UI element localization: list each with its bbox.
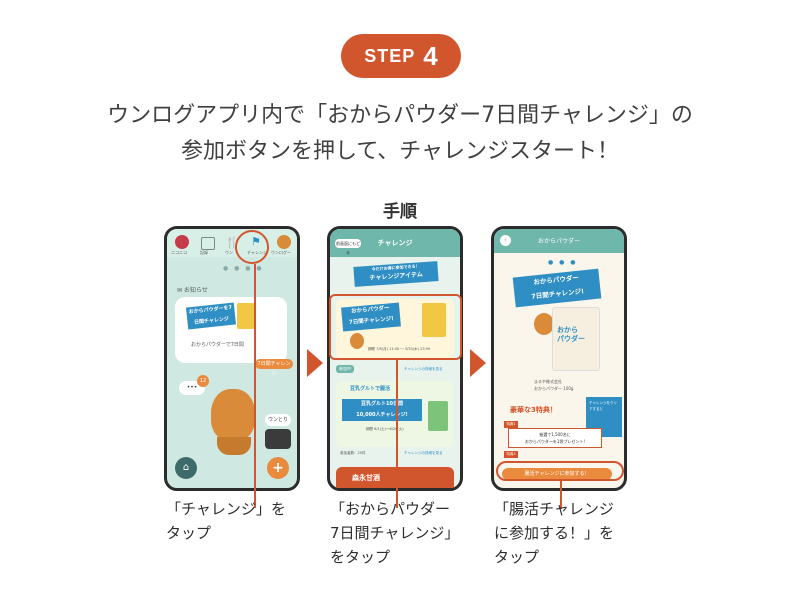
perk1-text: 抽選で1,500名に おからパウダーを1袋プレゼント! [524, 432, 586, 444]
callout-line-2 [396, 360, 398, 508]
next-arrow-icon [470, 349, 486, 377]
notice-label: ✉ お知らせ [177, 287, 208, 294]
caption-2-line-3: をタップ [330, 548, 391, 566]
maker-name: まるや株式会社 [534, 379, 562, 384]
caption-1-line-2: タップ [166, 524, 212, 542]
join-gut-challenge-button[interactable]: 腸活チャレンジに参加する！ [502, 468, 612, 480]
card1-badge: 参加中 [336, 365, 354, 373]
step-number: 4 [423, 40, 438, 71]
package-label: おから パウダー [557, 326, 585, 343]
back-arrow-icon[interactable]: ‹ [500, 235, 511, 246]
notice-flag: おからパウダーを7日間チャレンジ [185, 302, 237, 330]
caption-2-line-2: 7日間チャレンジ」 [330, 524, 460, 542]
card1-detail-link[interactable]: チャレンジの詳細を見る [404, 367, 443, 371]
challenge-card-amazake[interactable]: 森永甘酒 [336, 467, 454, 488]
caption-3-line-3: タップ [494, 548, 540, 566]
caption-3-line-1: 「腸活チャレンジ [494, 500, 614, 518]
items-banner: 今だけお得に参加できる！ チャレンジアイテム [353, 261, 439, 287]
page-dots: ● ● ● ● [223, 265, 264, 272]
back-button[interactable]: 前画面にもどる [335, 239, 361, 255]
callout-line-3 [560, 481, 562, 509]
caption-2-line-1: 「おからパウダー [330, 500, 451, 518]
card1-date: 期間 7/8(月) 11:00 〜 5/30(木) 23:59 [368, 347, 431, 351]
highlight-ring-okara-card [329, 294, 462, 360]
tab-label-1: ニコニコ [171, 250, 187, 255]
procedure-heading: 手順 [383, 202, 417, 222]
card2-header: 豆乳グルトで腸活 [350, 386, 391, 392]
mascot-speech: ウンとり [265, 414, 291, 426]
notice-news: おからパウダーで7日間 [191, 342, 244, 348]
calendar-icon[interactable] [201, 237, 215, 250]
product-name: おからパウダー 100g [534, 386, 574, 391]
caption-step-2: 「おからパウダー 7日間チャレンジ」 をタップ [330, 497, 459, 569]
perk1-box: 抽選で1,500名に おからパウダーを1袋プレゼント! [508, 428, 602, 448]
headline-line-2: 参加ボタンを押して、チャレンジスタート！ [180, 139, 620, 164]
share-icons[interactable]: ● ● ● [548, 259, 578, 266]
phone-screen-home: 🍴 ⚑ ニコニコ 記録 ウン チャレンジ ウンログー ● ● ● ● ✉ お知ら… [164, 226, 300, 491]
mascot-legs [217, 437, 251, 455]
header-title: チャレンジ [377, 239, 413, 247]
step-badge: STEP 4 [341, 34, 461, 78]
challenge-card-soy[interactable]: 豆乳グルトで腸活 豆乳グルト10日間 10,000人チャレンジ! 期間 6/1(… [336, 381, 454, 447]
next-arrow-icon [307, 349, 323, 377]
card3-title: 森永甘酒 [352, 474, 380, 482]
caption-step-1: 「チャレンジ」を タップ [166, 497, 286, 545]
callout-line-1 [254, 264, 256, 508]
mascot-character [211, 389, 255, 441]
headline-line-1: ウンログアプリ内で「おからパウダー7日間チャレンジ」の [107, 103, 693, 128]
perk1-badge: 特典1 [504, 421, 518, 428]
perk2-badge: 特典2 [504, 451, 518, 458]
detail-mascot [534, 313, 554, 335]
app-logo-icon [175, 235, 189, 249]
okara-package: おから パウダー [552, 307, 600, 371]
notice-card[interactable]: おからパウダーを7日間チャレンジ おからパウダーで7日間 [175, 297, 287, 363]
card1-mascot [350, 333, 364, 349]
treat-box [265, 429, 291, 449]
caption-1-line-1: 「チャレンジ」を [166, 500, 286, 518]
card2-product [428, 401, 448, 431]
caption-step-3: 「腸活チャレンジ に参加する！」を タップ [494, 497, 614, 569]
product-thumbnail [237, 303, 255, 329]
tab-label-3: ウン [225, 250, 233, 255]
bubble-count: 12 [197, 375, 209, 387]
tab-label-2: 記録 [200, 250, 208, 255]
detail-flag: おからパウダー 7日間チャレンジ! [512, 268, 602, 308]
caption-3-line-2: に参加する！」を [494, 524, 615, 542]
highlight-ring-join-button [496, 461, 624, 481]
card2-detail-link[interactable]: チャレンジの詳細を見る [404, 451, 443, 455]
add-icon[interactable]: + [267, 457, 289, 479]
tab-label-5: ウンログー [271, 250, 291, 255]
card2-date: 期間 6/1(土)〜6/26(火) [366, 427, 404, 431]
card2-count: 参加者数：25件 [340, 451, 366, 455]
detail-title: おからパウダー [537, 238, 580, 245]
door-icon[interactable]: ⌂ [175, 457, 197, 479]
challenge-card-okara[interactable]: おからパウダー 7日間チャレンジ! 期間 7/8(月) 11:00 〜 5/30… [336, 299, 454, 359]
utensils-icon[interactable]: 🍴 [225, 236, 239, 249]
highlight-ring-challenge-tab [235, 230, 269, 264]
card1-product [422, 303, 446, 337]
header-bar: 前画面にもどる チャレンジ [330, 229, 460, 257]
step-word: STEP [364, 45, 416, 66]
phone-screen-challenge-detail: ‹ おからパウダー ● ● ● おからパウダー 7日間チャレンジ! おから パウ… [491, 226, 627, 491]
promo-title: 豪華な3特典！ [510, 406, 557, 414]
detail-header: ‹ おからパウダー [494, 229, 624, 253]
card2-title: 豆乳グルト10日間 10,000人チャレンジ! [342, 399, 422, 421]
tab-bar: 🍴 ⚑ ニコニコ 記録 ウン チャレンジ ウンログー [167, 229, 297, 257]
mascot-icon[interactable] [277, 235, 291, 249]
join-challenge-pill[interactable]: 7日間チャレンジ [255, 359, 293, 377]
